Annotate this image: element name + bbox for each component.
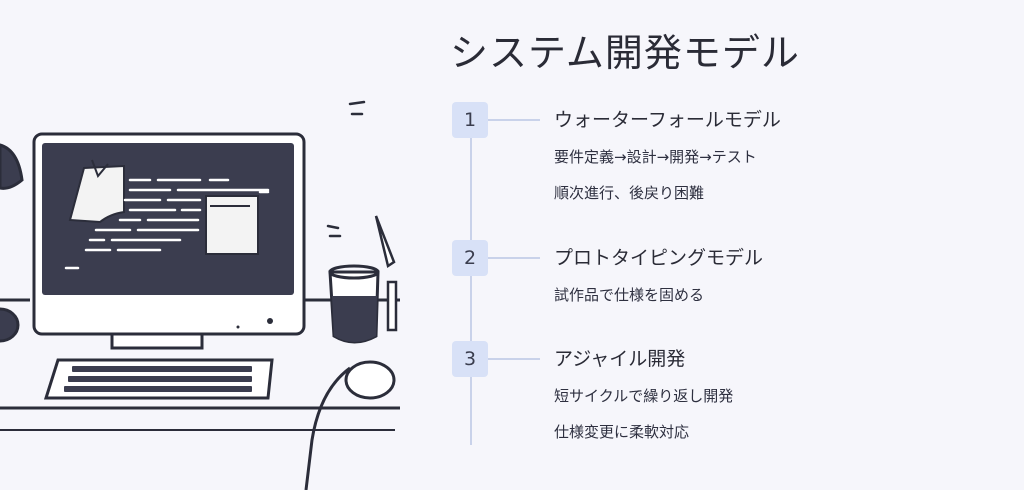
desk-computer-illustration [0,100,400,490]
mouse-icon [304,360,396,490]
step-connector [488,257,540,259]
step-title: ウォーターフォールモデル [554,109,781,131]
pencil-icon [374,215,398,332]
step-description: 要件定義→設計→開発→テスト [554,148,757,166]
step-description: 短サイクルで繰り返し開発 [554,387,734,405]
step-number-badge: 1 [452,102,488,138]
step-number-badge: 3 [452,341,488,377]
step-description: 順次進行、後戻り困難 [554,184,705,202]
keyboard-icon [43,358,274,400]
step-title: プロトタイピングモデル [554,247,764,269]
monitor-icon [32,132,306,350]
step-description: 試作品で仕様を固める [554,286,705,304]
step-connector [488,119,540,121]
desk-lamp-icon [0,143,24,343]
step-title: アジャイル開発 [554,348,686,370]
desk [0,298,400,431]
page-title: システム開発モデル [450,31,800,75]
step-number-badge: 2 [452,240,488,276]
step-connector [488,358,540,360]
step-description: 仕様変更に柔軟対応 [554,423,690,441]
timeline-line [470,120,472,445]
glass-icon [328,264,380,344]
